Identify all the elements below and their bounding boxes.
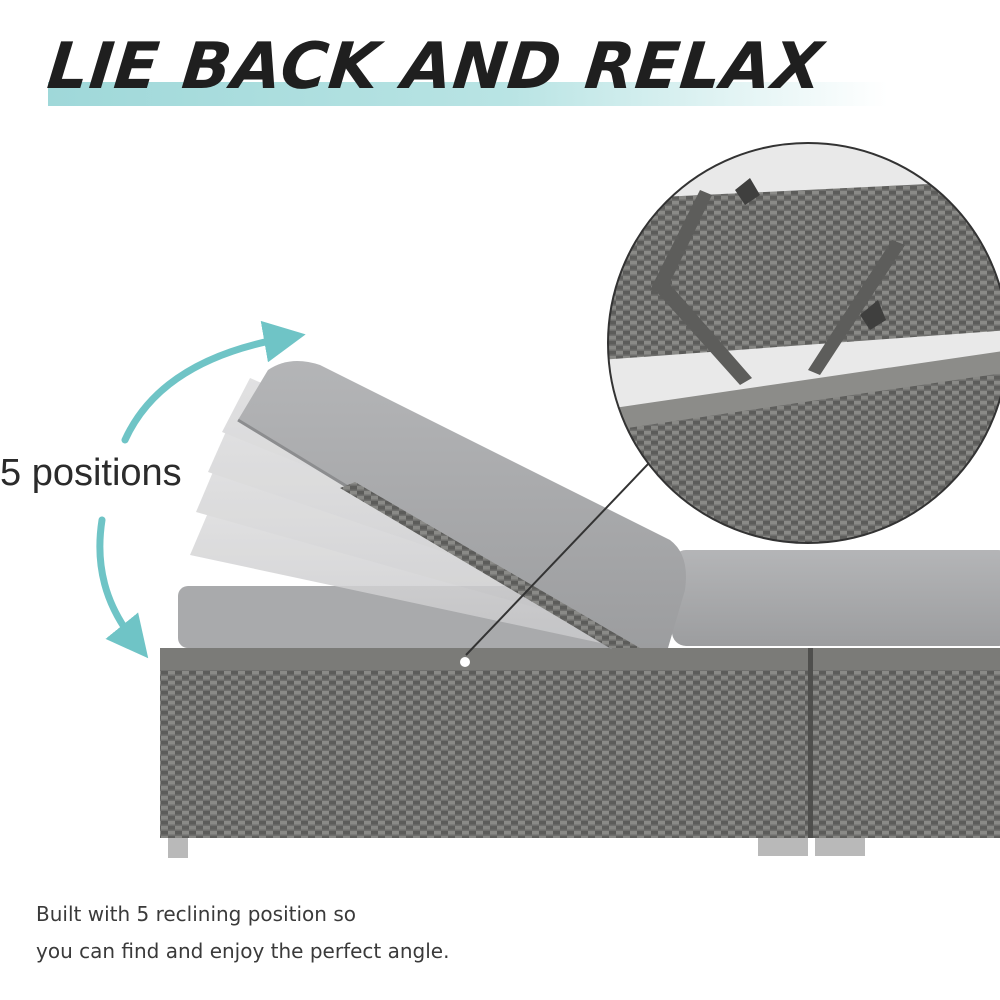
- backrest-cushion: [238, 361, 686, 648]
- caption: Built with 5 reclining position so you c…: [36, 896, 449, 970]
- detail-zoom-circle: [607, 142, 1000, 544]
- flat-cushion: [672, 550, 1000, 646]
- headline-text: LIE BACK AND RELAX: [44, 30, 827, 104]
- support-bar: [340, 482, 640, 648]
- lounger-base: [160, 648, 1000, 858]
- caption-line-2: you can find and enjoy the perfect angle…: [36, 939, 450, 963]
- up-arrow-icon: [121, 320, 306, 444]
- down-arrow-icon: [96, 516, 149, 659]
- headline: LIE BACK AND RELAX: [44, 28, 888, 118]
- positions-label: 5 positions: [0, 452, 182, 494]
- headline-accent-bar: [48, 82, 888, 106]
- caption-line-1: Built with 5 reclining position so: [36, 902, 356, 926]
